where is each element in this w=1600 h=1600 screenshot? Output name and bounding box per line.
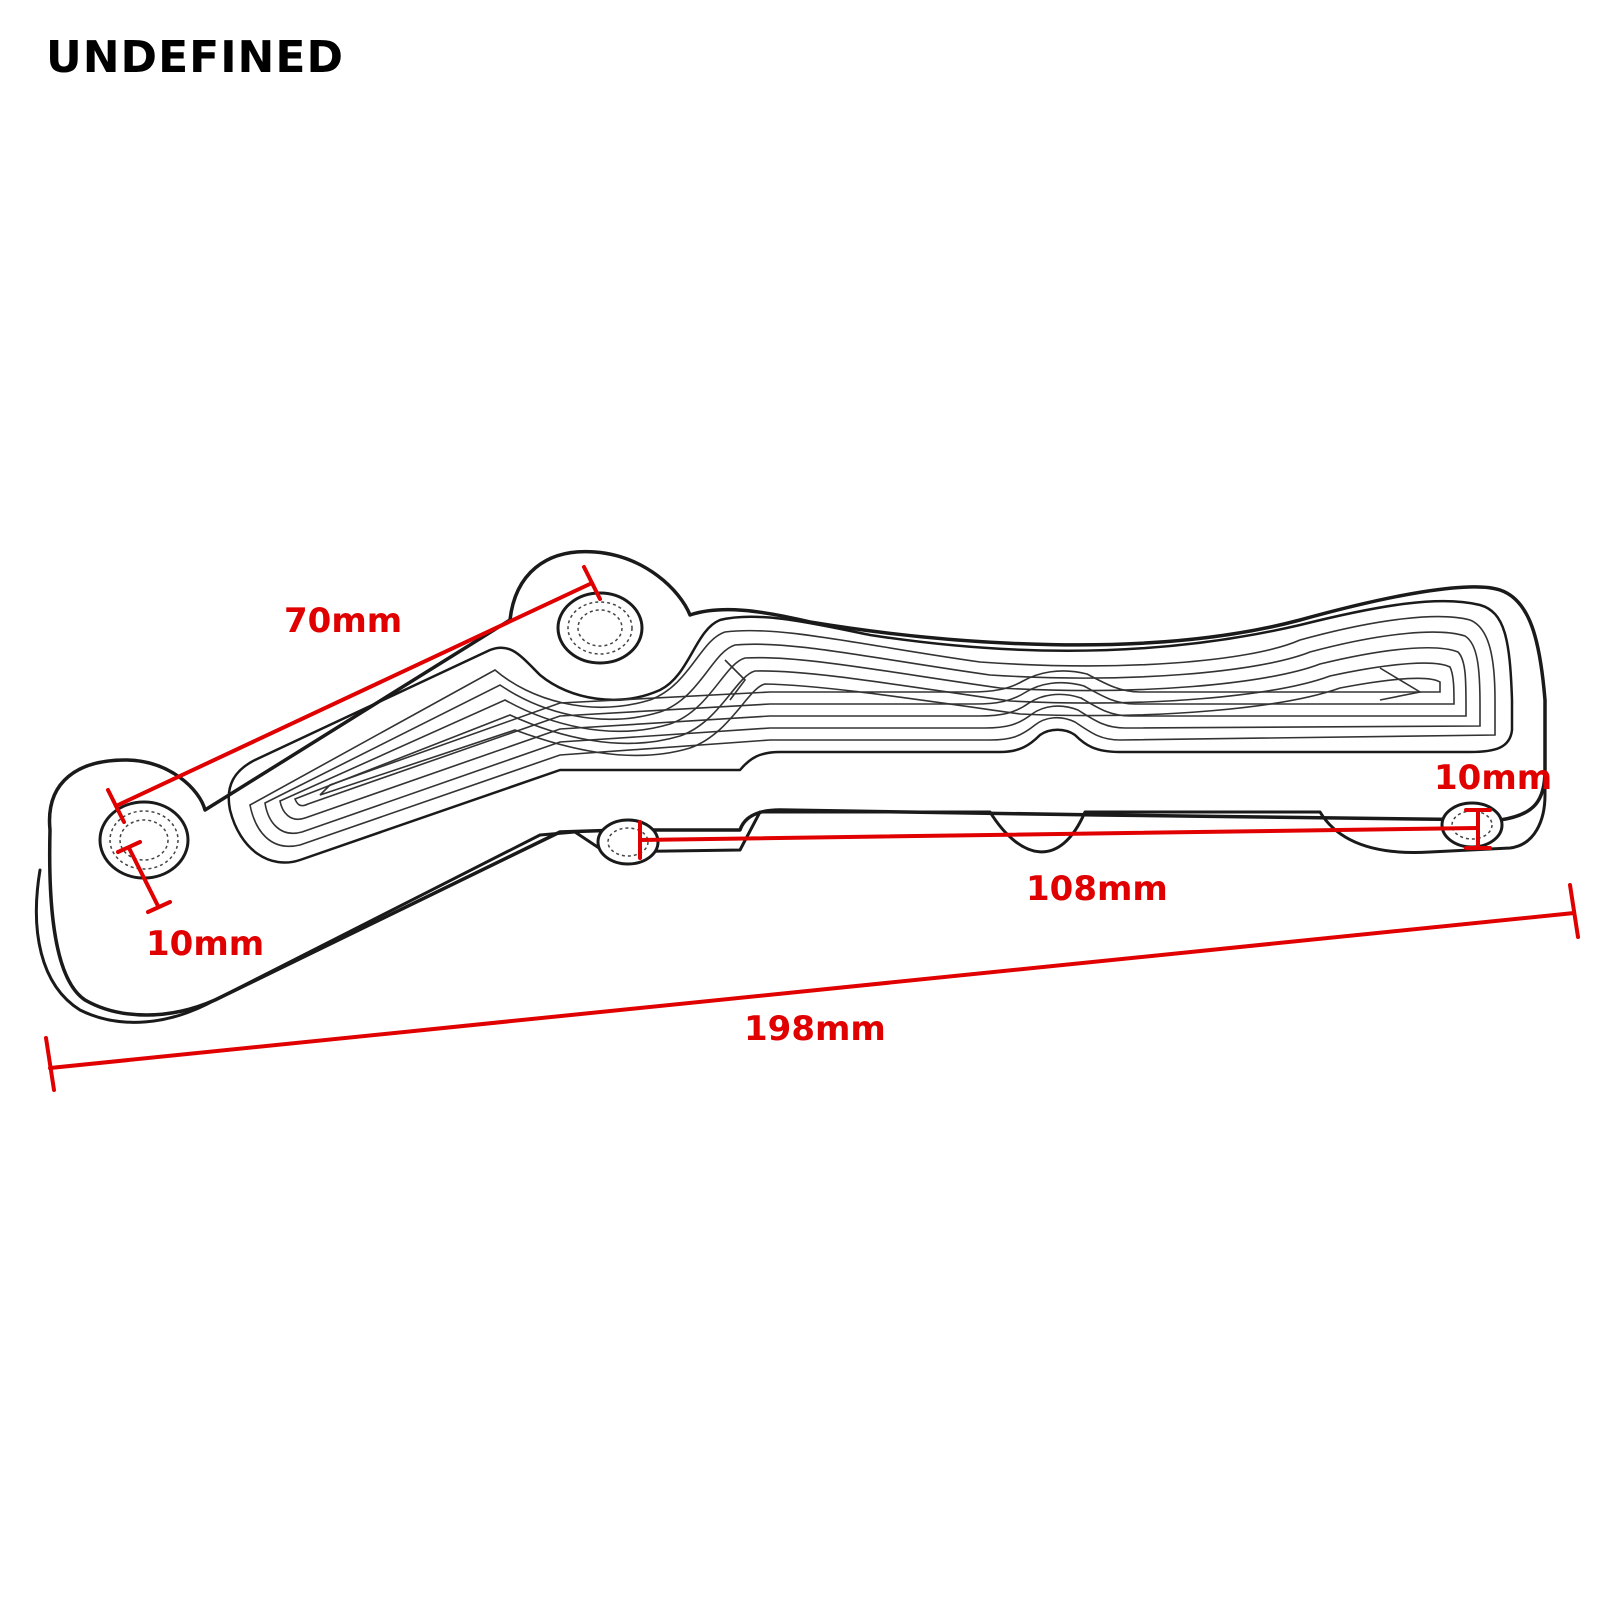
pocket-grooves: [249, 615, 1496, 848]
dimension-caliper-spacing: [638, 820, 1480, 860]
bracket-pocket-rim: [227, 599, 1514, 864]
left-mount-hole: [98, 800, 190, 880]
dimension-left-hole: [116, 840, 172, 914]
label-right-hole: 10mm: [1434, 758, 1552, 798]
label-left-hole: 10mm: [146, 924, 264, 964]
bracket-side-face: [34, 768, 1547, 1024]
dimension-mount-spacing: [106, 565, 602, 824]
dimension-lines: 70mm 10mm 10mm 108mm 198mm: [44, 565, 1580, 1092]
upper-mount-hole: [556, 591, 644, 665]
label-caliper-spacing: 108mm: [1026, 869, 1168, 909]
label-overall-length: 198mm: [744, 1009, 886, 1049]
label-mount-spacing: 70mm: [284, 601, 402, 641]
dimension-right-hole: [1464, 808, 1492, 850]
dimension-overall-length: [44, 883, 1580, 1092]
brand-title: UNDEFINED: [46, 32, 344, 83]
left-caliper-hole: [596, 818, 660, 866]
bracket-top-face: [47, 549, 1547, 1017]
